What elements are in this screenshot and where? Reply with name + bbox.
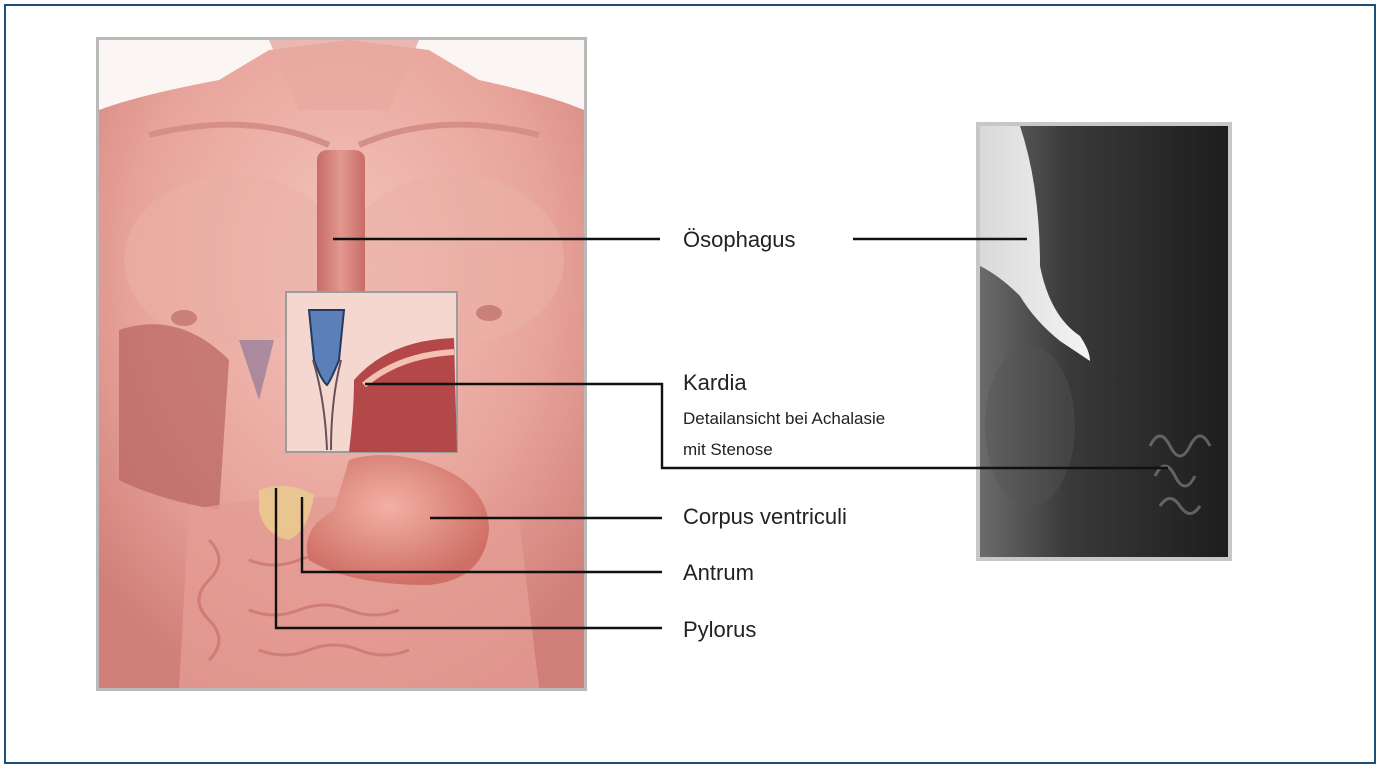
label-esophagus: Ösophagus — [683, 227, 796, 253]
label-cardia-detail-line1: Detailansicht bei Achalasie — [683, 409, 885, 429]
esophagus-shape — [317, 150, 365, 300]
cardia-detail-inset — [286, 292, 457, 452]
label-pylorus: Pylorus — [683, 617, 756, 643]
barium-xray-image — [976, 122, 1232, 561]
anatomy-illustration — [96, 37, 587, 691]
label-cardia: Kardia — [683, 370, 747, 396]
label-antrum: Antrum — [683, 560, 754, 586]
label-corpus: Corpus ventriculi — [683, 504, 847, 530]
label-cardia-detail-line2: mit Stenose — [683, 440, 773, 460]
